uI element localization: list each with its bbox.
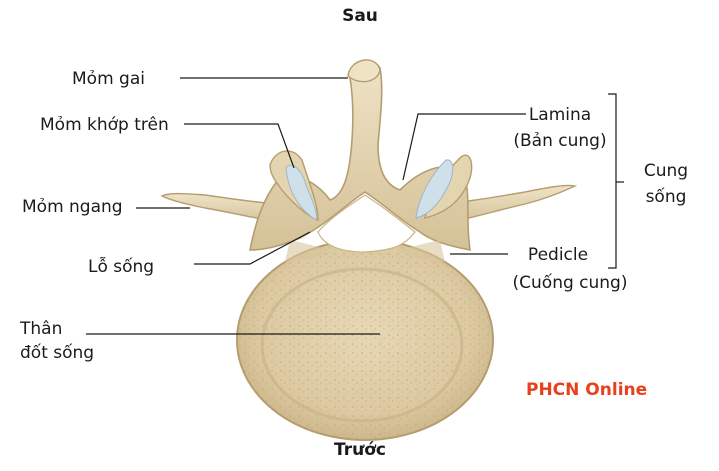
vertebral-foramen	[317, 194, 416, 253]
label-vertebral-foramen: Lỗ sống	[88, 257, 155, 277]
orientation-bottom: Trước	[334, 440, 386, 460]
orientation-top: Sau	[342, 6, 378, 26]
label-lamina-line2: (Bản cung)	[513, 131, 607, 151]
label-superior-articular: Mỏm khớp trên	[40, 115, 169, 135]
label-pedicle-line2: (Cuống cung)	[512, 273, 628, 293]
spinous-process	[347, 59, 381, 83]
label-body-line1: Thân	[20, 319, 63, 339]
pedicle-left	[285, 240, 330, 262]
label-pedicle-line1: Pedicle	[527, 245, 589, 265]
label-lamina-line1: Lamina	[528, 105, 592, 125]
leader-foramen	[194, 231, 311, 265]
arch-bracket	[608, 93, 617, 269]
articular-facet-right	[415, 159, 454, 219]
articular-facet-left	[285, 164, 317, 221]
watermark-phcn-online: PHCN Online	[526, 380, 648, 400]
leader-lamina	[402, 113, 526, 181]
label-arch-line1: Cung	[643, 161, 689, 181]
leader-superior-articular	[184, 123, 295, 169]
label-transverse-process: Mỏm ngang	[22, 197, 123, 217]
leader-lines	[86, 77, 624, 335]
vertebral-body-inner	[260, 267, 464, 423]
label-arch-line2: sống	[645, 187, 687, 207]
label-body-line2: đốt sống	[20, 343, 95, 363]
label-spinous-process: Mỏm gai	[72, 69, 145, 89]
pedicle-right	[400, 240, 445, 262]
